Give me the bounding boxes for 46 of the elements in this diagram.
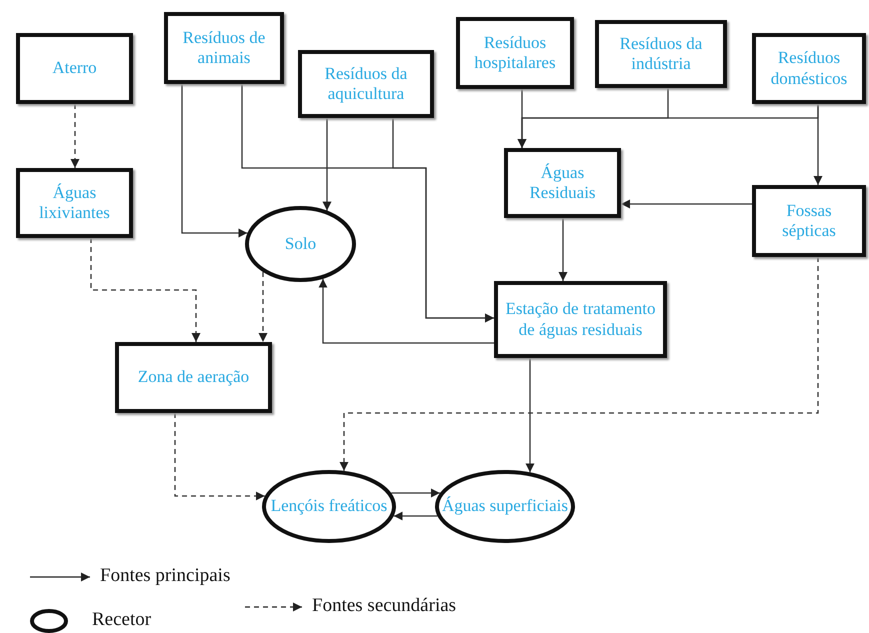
- receptor-ellipse: [435, 470, 575, 543]
- node-label: Estação de tratamento de águas residuais: [504, 299, 657, 340]
- arrow: [391, 488, 440, 498]
- source-box: [16, 168, 133, 238]
- arrow: [181, 84, 248, 238]
- arrow: [340, 257, 819, 471]
- arrow: [322, 118, 332, 211]
- legend-label: Recetor: [92, 609, 152, 631]
- arrow: [90, 238, 200, 342]
- arrow: [621, 200, 752, 208]
- source-box: [494, 281, 667, 358]
- node-label: Lençóis freáticos: [270, 496, 388, 517]
- source-box: [298, 50, 434, 118]
- arrow: [392, 118, 494, 322]
- node-label: Águas superficiais: [440, 496, 570, 517]
- receptor-ellipse: [245, 206, 356, 282]
- node-label: Solo: [284, 234, 318, 254]
- arrow: [318, 278, 494, 344]
- arrow: [558, 218, 568, 281]
- receptor-ellipse: [262, 470, 396, 543]
- legend-label: Fontes secundárias: [312, 595, 456, 617]
- source-box: [164, 12, 284, 84]
- node-label: Águas Residuais: [528, 162, 597, 204]
- node-label: Resíduos de animais: [182, 28, 266, 68]
- arrow: [70, 104, 80, 168]
- arrow: [814, 104, 822, 185]
- node-label: Resíduos domésticos: [770, 48, 848, 89]
- node-label: Resíduos da aquicultura: [324, 64, 408, 104]
- legend-label: Fontes principais: [100, 565, 230, 587]
- node-label: Resíduos da indústria: [618, 34, 704, 74]
- node-label: Águas lixiviantes: [38, 182, 111, 224]
- node-label: Zona de aeração: [136, 367, 250, 388]
- node-label: Fossas sépticas: [781, 200, 837, 242]
- arrow: [174, 413, 265, 500]
- source-box: [752, 33, 866, 104]
- source-box: [16, 33, 133, 104]
- arrow: [394, 512, 438, 520]
- arrow: [258, 272, 268, 342]
- node-label: Aterro: [51, 58, 98, 79]
- source-box: [595, 20, 727, 88]
- source-box: [115, 342, 272, 413]
- source-box: [752, 185, 866, 257]
- source-box: [456, 17, 574, 89]
- node-label: Resíduos hospitalares: [473, 32, 557, 74]
- arrow: [526, 358, 534, 472]
- source-box: [504, 148, 621, 218]
